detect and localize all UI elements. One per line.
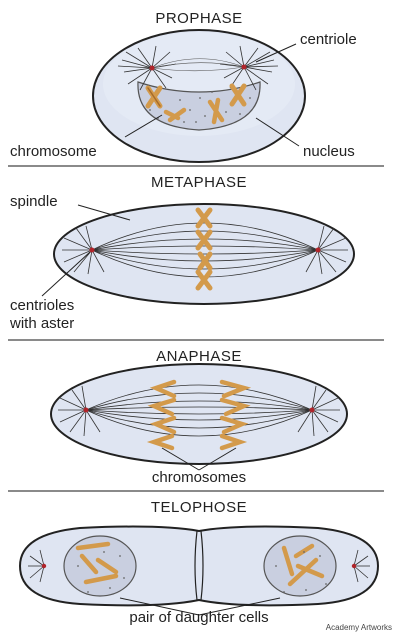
anaphase-centriole-left — [84, 408, 89, 413]
metaphase-centriole-left — [90, 248, 95, 253]
credit-text: Academy Artworks — [326, 623, 392, 632]
telophase-panel: TELOPHOSE — [20, 499, 378, 626]
label-centrioles-line1: centrioles — [10, 297, 74, 314]
label-chromosomes: chromosomes — [152, 469, 246, 486]
metaphase-centriole-right — [316, 248, 321, 253]
metaphase-title: METAPHASE — [151, 174, 247, 191]
label-daughter-cells: pair of daughter cells — [129, 609, 268, 626]
label-centriole: centriole — [300, 31, 357, 48]
anaphase-centriole-right — [310, 408, 315, 413]
label-chromosome: chromosome — [10, 143, 97, 160]
prophase-centriole-right — [242, 65, 247, 70]
anaphase-panel: ANAPHASE — [8, 348, 384, 491]
metaphase-panel: METAPHASE — [8, 174, 384, 340]
label-nucleus: nucleus — [303, 143, 355, 160]
label-spindle: spindle — [10, 193, 58, 210]
prophase-title: PROPHASE — [155, 10, 242, 27]
prophase-centriole-left — [150, 66, 155, 71]
telophase-title: TELOPHOSE — [151, 499, 247, 516]
prophase-panel: PROPHASE — [8, 10, 384, 166]
label-centrioles-line2: with aster — [9, 315, 74, 332]
anaphase-title: ANAPHASE — [156, 348, 242, 365]
